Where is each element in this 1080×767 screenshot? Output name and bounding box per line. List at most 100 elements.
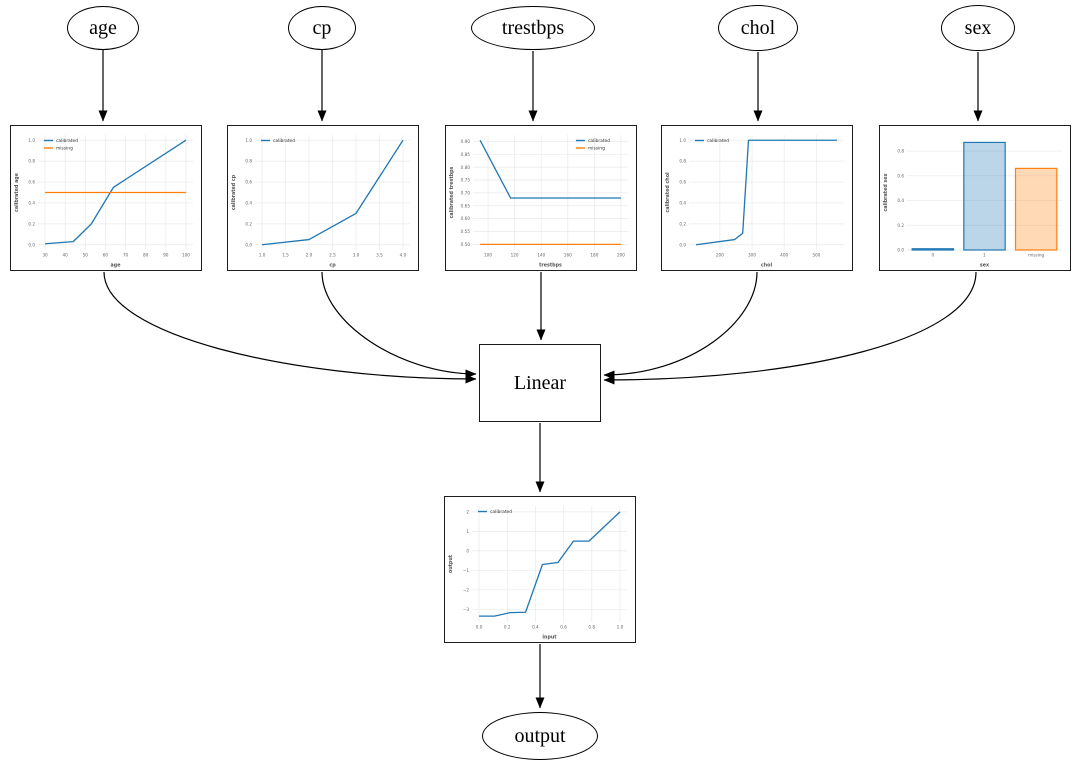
y-axis-label: output xyxy=(448,554,454,573)
x-tick-label: 1.5 xyxy=(282,253,289,258)
x-tick-label: 30 xyxy=(42,253,48,258)
y-tick-label: 0.6 xyxy=(245,180,252,185)
y-tick-label: 1.0 xyxy=(245,138,252,143)
x-tick-label: 90 xyxy=(163,253,169,258)
output-node-label: output xyxy=(514,724,566,747)
x-tick-label: 0.0 xyxy=(476,625,483,630)
y-tick-label: −1 xyxy=(463,568,470,573)
y-tick-label: 0.8 xyxy=(679,159,686,164)
x-tick-label: 180 xyxy=(590,253,598,258)
legend-label-calibrated: calibrated xyxy=(707,138,729,144)
legend-label-calibrated: calibrated xyxy=(588,138,610,144)
x-tick-label: 3.0 xyxy=(353,253,360,258)
y-tick-label: 0.65 xyxy=(461,203,471,208)
y-tick-label: 0.8 xyxy=(245,159,252,164)
input-node-sex-label: sex xyxy=(964,16,992,39)
y-tick-label: 0.6 xyxy=(28,180,35,185)
series-line-calibrated xyxy=(479,511,621,617)
legend-label-missing: missing xyxy=(588,146,605,152)
y-tick-label: 0.0 xyxy=(245,242,252,247)
y-tick-label: 0.2 xyxy=(679,221,686,226)
x-tick-label: 200 xyxy=(617,253,625,258)
y-tick-label: 0.55 xyxy=(461,229,471,234)
y-tick-label: 0.2 xyxy=(245,221,252,226)
output-node: output xyxy=(482,712,598,760)
x-tick-label: 2.0 xyxy=(306,253,313,258)
x-axis-label: age xyxy=(111,264,122,269)
series-line-calibrated xyxy=(44,139,187,245)
x-axis-label: input xyxy=(542,635,557,641)
y-tick-label: 0.90 xyxy=(461,139,471,144)
y-axis-label: calibrated chol xyxy=(665,172,671,213)
y-tick-label: 0.8 xyxy=(897,149,904,154)
input-node-age-label: age xyxy=(89,16,117,39)
x-tick-label: 0.8 xyxy=(588,625,595,630)
y-tick-label: 0 xyxy=(466,548,469,553)
y-tick-label: 2 xyxy=(466,509,469,514)
legend-label-missing: missing xyxy=(56,146,73,152)
series-line-calibrated xyxy=(695,139,837,246)
y-tick-label: 0.4 xyxy=(897,198,904,203)
edge-chol-calibrator-to-linear xyxy=(603,271,758,380)
x-tick-label: missing xyxy=(1028,253,1044,258)
x-tick-label: 40 xyxy=(63,253,69,258)
y-tick-label: 0.50 xyxy=(461,242,471,247)
legend-label-calibrated: calibrated xyxy=(490,509,512,515)
y-tick-label: 0.85 xyxy=(461,152,471,157)
x-tick-label: 160 xyxy=(564,253,572,258)
y-axis-label: calibrated cp xyxy=(231,174,237,210)
x-tick-label: 100 xyxy=(182,253,190,258)
legend-label-calibrated: calibrated xyxy=(56,138,78,144)
input-node-age: age xyxy=(67,6,139,50)
x-axis-label: cp xyxy=(329,264,336,269)
x-tick-label: 0.4 xyxy=(532,625,539,630)
x-tick-label: 400 xyxy=(780,253,788,258)
y-tick-label: 0.80 xyxy=(461,165,471,170)
y-tick-label: 0.60 xyxy=(461,216,471,221)
x-tick-label: 50 xyxy=(83,253,89,258)
y-tick-label: 0.0 xyxy=(28,242,35,247)
x-tick-label: 1.0 xyxy=(259,253,266,258)
x-tick-label: 0 xyxy=(931,253,934,258)
x-tick-label: 1 xyxy=(983,253,986,258)
y-tick-label: 0.75 xyxy=(461,178,471,183)
x-tick-label: 0.6 xyxy=(560,625,567,630)
y-tick-label: 0.0 xyxy=(679,242,686,247)
x-tick-label: 2.5 xyxy=(329,253,336,258)
x-tick-label: 120 xyxy=(511,253,519,258)
input-node-sex: sex xyxy=(941,5,1015,51)
x-tick-label: 100 xyxy=(484,253,492,258)
y-tick-label: −2 xyxy=(463,587,470,592)
x-tick-label: 1.0 xyxy=(617,625,624,630)
x-tick-label: 140 xyxy=(537,253,545,258)
x-tick-label: 3.5 xyxy=(376,253,383,258)
y-tick-label: 0.4 xyxy=(245,201,252,206)
x-tick-label: 200 xyxy=(716,253,724,258)
x-axis-label: trestbps xyxy=(539,263,562,269)
x-axis-label: sex xyxy=(980,264,990,269)
y-tick-label: 1.0 xyxy=(679,138,686,143)
x-tick-label: 300 xyxy=(748,253,756,258)
x-tick-label: 70 xyxy=(123,253,129,258)
y-axis-label: calibrated trestbps xyxy=(449,166,455,218)
y-tick-label: 0.6 xyxy=(897,173,904,178)
y-tick-label: 0.70 xyxy=(461,190,471,195)
series-line-calibrated xyxy=(479,139,621,199)
y-tick-label: 1.0 xyxy=(28,138,35,143)
edge-cp-calibrator-to-linear xyxy=(321,271,477,379)
x-tick-label: 80 xyxy=(143,253,149,258)
x-tick-label: 500 xyxy=(812,253,820,258)
input-node-chol-label: chol xyxy=(740,16,776,39)
calibrator-plot-trestbps: 0.50 0.55 0.60 0.65 0.70 0.75 0.80 0.85 0.90 100 1… xyxy=(445,125,637,271)
y-axis-label: calibrated sex xyxy=(883,172,889,211)
